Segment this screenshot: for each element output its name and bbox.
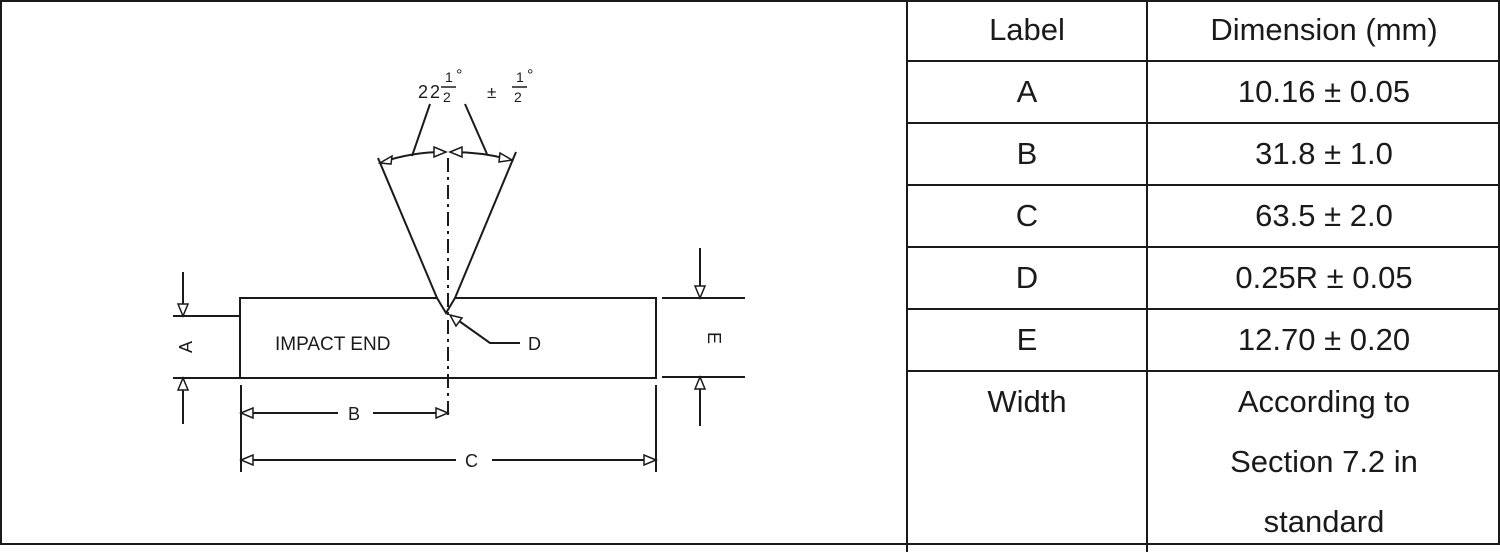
row-label: C bbox=[906, 184, 1148, 248]
arrowhead-b-left bbox=[239, 406, 254, 420]
table-row: Width According to Section 7.2 in standa… bbox=[906, 370, 1500, 552]
notch-flank-right bbox=[454, 151, 517, 299]
row-value: 12.70 ± 0.20 bbox=[1146, 308, 1500, 372]
arrowhead-angle-left-in bbox=[433, 145, 448, 159]
row-label: B bbox=[906, 122, 1148, 186]
table-row: B 31.8 ± 1.0 bbox=[906, 122, 1500, 186]
dimension-table: Label Dimension (mm) A 10.16 ± 0.05 B 31… bbox=[906, 0, 1500, 552]
dim-d-leader bbox=[451, 315, 520, 344]
row-value-line: Section 7.2 in bbox=[1230, 444, 1418, 479]
arrowhead-a-bottom bbox=[176, 376, 190, 391]
row-label: Width bbox=[906, 370, 1148, 552]
row-label: D bbox=[906, 246, 1148, 310]
angle-main-text: 22 bbox=[418, 82, 442, 102]
dim-d-label: D bbox=[528, 334, 541, 354]
table-row: E 12.70 ± 0.20 bbox=[906, 308, 1500, 372]
row-value: 31.8 ± 1.0 bbox=[1146, 122, 1500, 186]
row-value: 10.16 ± 0.05 bbox=[1146, 60, 1500, 124]
angle-leader-left bbox=[411, 103, 431, 157]
row-value: 0.25R ± 0.05 bbox=[1146, 246, 1500, 310]
row-label: E bbox=[906, 308, 1148, 372]
arrowhead-b-right bbox=[435, 406, 450, 420]
arrowhead-angle-right-out bbox=[498, 151, 515, 163]
notch-flank-left bbox=[377, 157, 438, 299]
row-value: 63.5 ± 2.0 bbox=[1146, 184, 1500, 248]
specimen-outline bbox=[239, 297, 657, 379]
impact-end-label: IMPACT END bbox=[275, 334, 390, 355]
angle-tol-den: 2 bbox=[514, 89, 522, 105]
angle-frac-degree: ° bbox=[456, 67, 462, 84]
angle-tol-sign: ± bbox=[487, 83, 496, 102]
specimen-drawing: 22 1 2 ° ± 1 2 ° IMPACT END D B C A E bbox=[173, 67, 745, 472]
header-dimension: Dimension (mm) bbox=[1146, 0, 1500, 62]
arrowhead-d bbox=[448, 313, 464, 328]
row-label: A bbox=[906, 60, 1148, 124]
row-value-line: standard bbox=[1263, 504, 1385, 539]
arrowhead-a-top bbox=[176, 303, 190, 318]
dim-a-label: A bbox=[176, 341, 196, 353]
angle-tol-num: 1 bbox=[516, 69, 524, 85]
table-row: A 10.16 ± 0.05 bbox=[906, 60, 1500, 124]
arrowhead-angle-left-out bbox=[377, 154, 393, 165]
table-row: D 0.25R ± 0.05 bbox=[906, 246, 1500, 310]
angle-frac-den: 2 bbox=[443, 89, 451, 105]
arrowhead-angle-right-in bbox=[448, 145, 463, 159]
angle-frac-num: 1 bbox=[445, 69, 453, 85]
arrowhead-c-left bbox=[239, 453, 254, 467]
dim-e-label: E bbox=[704, 332, 724, 344]
row-value-line: According to bbox=[1237, 384, 1411, 419]
dim-b-label: B bbox=[348, 404, 360, 424]
dim-c-label: C bbox=[465, 451, 478, 471]
arrowhead-e-top bbox=[693, 285, 707, 300]
row-value: According to Section 7.2 in standard bbox=[1146, 370, 1500, 552]
angle-leader-right bbox=[464, 103, 488, 155]
table-header-row: Label Dimension (mm) bbox=[906, 0, 1500, 62]
table-row: C 63.5 ± 2.0 bbox=[906, 184, 1500, 248]
arrowhead-e-bottom bbox=[693, 375, 707, 390]
arrowhead-c-right bbox=[643, 453, 658, 467]
angle-tol-degree: ° bbox=[527, 67, 533, 84]
header-label: Label bbox=[906, 0, 1148, 62]
